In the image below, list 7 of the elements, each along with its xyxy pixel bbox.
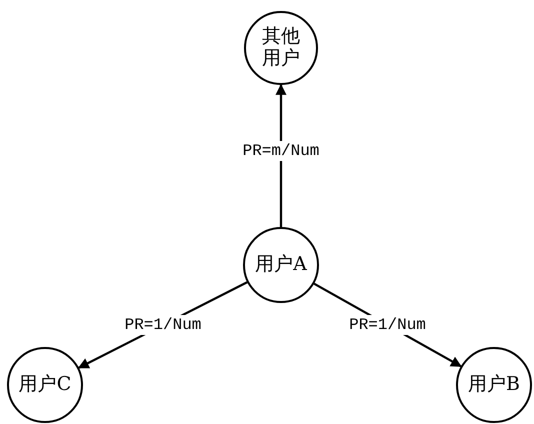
node-label: 用户C <box>18 374 72 396</box>
edge-label: PR=1/Num <box>122 315 204 335</box>
node-label: 用户A <box>255 254 307 276</box>
edge-label: PR=m/Num <box>240 141 322 161</box>
edge-label: PR=1/Num <box>347 315 428 335</box>
node-label: 其他用户 <box>260 26 301 70</box>
node-label: 用户B <box>468 374 520 396</box>
